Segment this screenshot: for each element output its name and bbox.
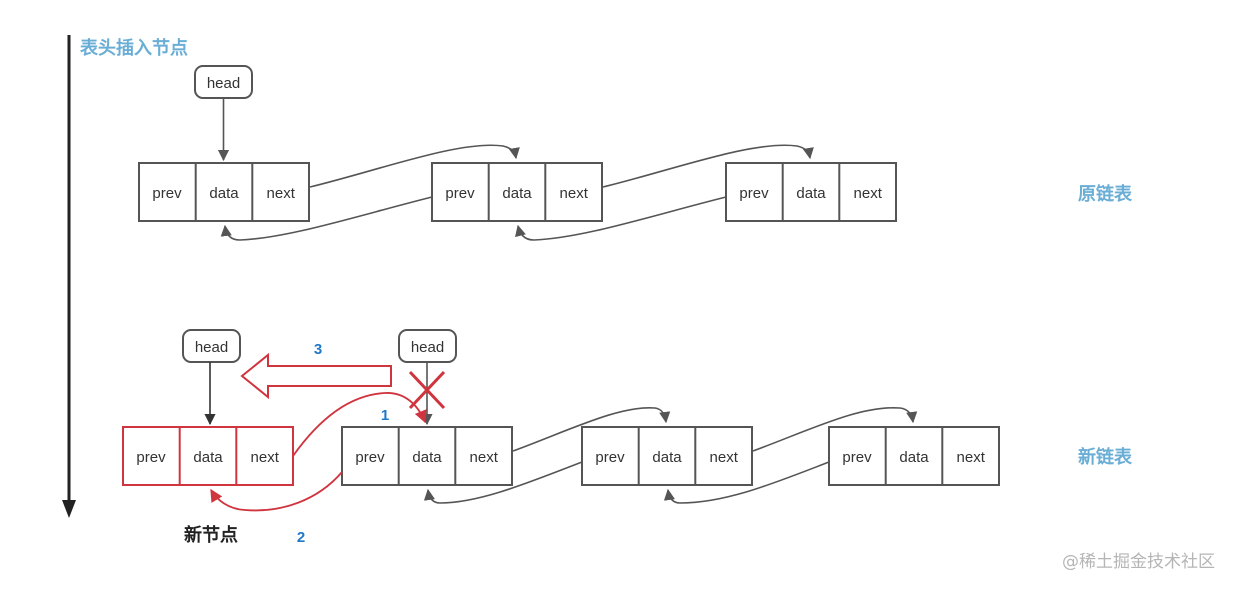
- field-data: data: [209, 185, 239, 202]
- watermark: @稀土掘金技术社区: [1062, 552, 1215, 572]
- new-node-label: 新节点: [184, 524, 238, 546]
- next-link-2-3: [602, 144, 814, 188]
- diagram-title: 表头插入节点: [80, 37, 188, 59]
- field-prev: prev: [595, 449, 625, 466]
- step-label-2: 2: [297, 529, 305, 546]
- timeline-arrowhead: [62, 500, 76, 518]
- field-data: data: [193, 449, 223, 466]
- field-next: next: [710, 449, 739, 466]
- new-list-node-2: prev data next: [581, 426, 753, 486]
- new-list-node-3: prev data next: [828, 426, 1000, 486]
- next-link-1-2: [309, 144, 520, 188]
- field-prev: prev: [842, 449, 872, 466]
- new-list-node-1: prev data next: [341, 426, 513, 486]
- move-head-arrow: [240, 352, 392, 400]
- original-node-1: prev data next: [138, 162, 310, 222]
- field-prev: prev: [136, 449, 166, 466]
- field-prev: prev: [355, 449, 385, 466]
- original-node-2: prev data next: [431, 162, 603, 222]
- new-list-label: 新链表: [1078, 446, 1133, 468]
- link-new-next-to-old-head: [292, 392, 427, 457]
- field-data: data: [502, 185, 532, 202]
- new-list: head head prev data next prev data: [122, 329, 1000, 512]
- field-data: data: [899, 449, 929, 466]
- new-head-pointer-box: [182, 329, 241, 363]
- link-old-prev-to-new-node: [210, 471, 343, 512]
- head-pointer-label: head: [207, 75, 240, 92]
- field-prev: prev: [152, 185, 182, 202]
- prev-link-b-a: [423, 461, 583, 504]
- field-data: data: [652, 449, 682, 466]
- field-next: next: [470, 449, 499, 466]
- old-head-pointer-label: head: [411, 339, 444, 356]
- step-label-1: 1: [381, 407, 389, 424]
- field-next: next: [560, 185, 589, 202]
- field-next: next: [854, 185, 883, 202]
- field-next: next: [267, 185, 296, 202]
- prev-link-2-1: [220, 196, 433, 241]
- prev-link-c-b: [663, 461, 830, 504]
- original-list-label: 原链表: [1078, 183, 1133, 205]
- prev-link-3-2: [515, 196, 727, 241]
- field-prev: prev: [739, 185, 769, 202]
- removed-link-cross-icon: [408, 370, 446, 410]
- next-link-b-c: [752, 406, 918, 452]
- field-data: data: [796, 185, 826, 202]
- original-list: head prev data next prev data next prev …: [138, 65, 897, 241]
- next-link-a-b: [512, 406, 671, 452]
- step-label-3: 3: [314, 341, 322, 358]
- original-node-3: prev data next: [725, 162, 897, 222]
- field-next: next: [251, 449, 280, 466]
- field-next: next: [957, 449, 986, 466]
- new-head-pointer-label: head: [195, 339, 228, 356]
- new-node: prev data next: [122, 426, 294, 486]
- field-prev: prev: [445, 185, 475, 202]
- field-data: data: [412, 449, 442, 466]
